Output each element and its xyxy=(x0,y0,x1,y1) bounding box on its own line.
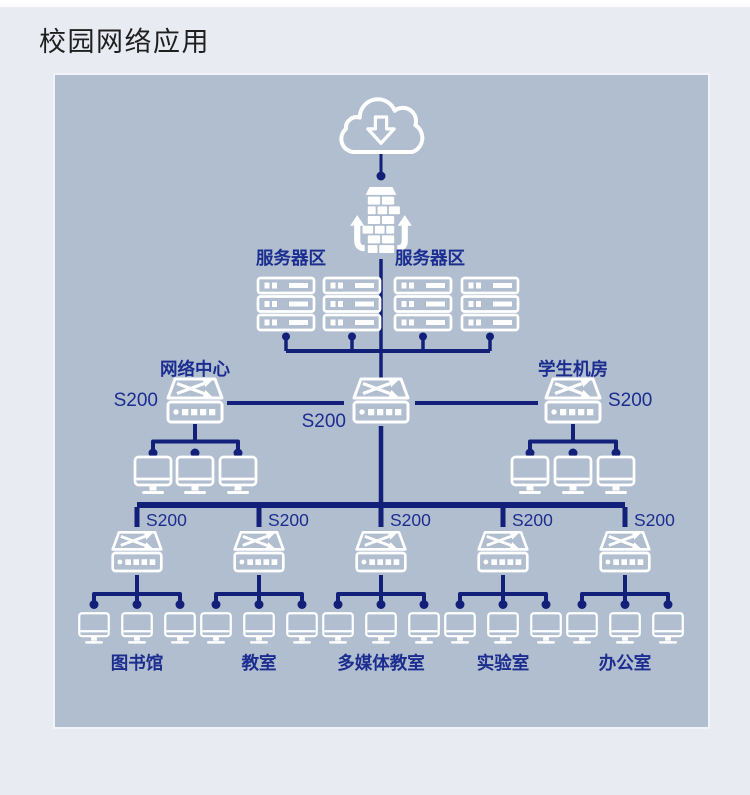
room-label-4: 实验室 xyxy=(477,653,530,673)
right-monitor-branch xyxy=(528,424,618,453)
core-switch-model-label: S200 xyxy=(302,411,346,432)
branch-dot xyxy=(175,600,185,609)
page-top-strip xyxy=(0,0,750,7)
branch-dot xyxy=(620,600,630,609)
branch-dot xyxy=(233,448,243,458)
server-rack-icon xyxy=(395,278,451,330)
internet-cloud-icon xyxy=(339,97,425,154)
server-area-label-right: 服务器区 xyxy=(395,248,465,268)
group-branch-5 xyxy=(580,575,670,603)
branch-dot xyxy=(568,448,578,458)
branch-dot xyxy=(148,448,158,458)
branch-dot xyxy=(190,448,200,458)
access-switch-model-label-2: S200 xyxy=(268,510,309,530)
left-monitor-branch xyxy=(151,424,240,453)
room-label-5: 办公室 xyxy=(599,653,652,673)
access-switch-model-label-1: S200 xyxy=(146,510,187,530)
branch-dot xyxy=(89,600,99,609)
network-topology-diagram: 服务器区 服务器区 网络中心 学生机房 S200 S200 S200 S200 … xyxy=(78,97,684,673)
access-switch-icon xyxy=(599,530,651,573)
branch-dot xyxy=(333,600,343,609)
left-switch-model-label: S200 xyxy=(114,390,158,411)
access-switch-model-label-3: S200 xyxy=(390,510,431,530)
monitor-icon xyxy=(444,612,476,644)
branch-dot xyxy=(132,600,142,609)
monitor-icon xyxy=(218,455,258,494)
monitor-icon xyxy=(78,612,110,644)
branch-dot xyxy=(297,600,307,609)
access-switch-icon xyxy=(477,530,529,573)
room-label-3: 多媒体教室 xyxy=(337,653,425,673)
access-switch-model-label-4: S200 xyxy=(512,510,553,530)
branch-dot xyxy=(541,600,551,609)
group-branch-1 xyxy=(92,575,182,603)
access-switch-icon xyxy=(111,530,163,573)
branch-dot xyxy=(525,448,535,458)
monitor-icon xyxy=(121,612,153,644)
branch-dot xyxy=(611,448,621,458)
monitor-icon xyxy=(609,612,641,644)
monitor-icon xyxy=(510,455,550,494)
room-label-2: 教室 xyxy=(241,653,277,673)
branch-dot xyxy=(211,600,221,609)
server-rack-icon xyxy=(324,278,380,330)
monitor-icon xyxy=(408,612,440,644)
monitor-icon xyxy=(596,455,636,494)
server-area-label-left: 服务器区 xyxy=(256,248,326,268)
branch-dot xyxy=(254,600,264,609)
access-drop-lines xyxy=(134,507,628,527)
network-links xyxy=(89,154,673,609)
monitor-icon xyxy=(243,612,275,644)
monitor-icon xyxy=(164,612,196,644)
group-branch-2 xyxy=(214,575,304,603)
firewall-icon xyxy=(350,187,412,253)
monitor-icon xyxy=(365,612,397,644)
server-rack-icon xyxy=(462,278,518,330)
branch-dot xyxy=(498,600,508,609)
branch-dot xyxy=(419,600,429,609)
monitor-icon xyxy=(553,455,593,494)
monitor-icon xyxy=(286,612,318,644)
distribution-switch-right-icon xyxy=(544,377,602,424)
monitor-icon xyxy=(322,612,354,644)
core-switch-icon xyxy=(352,377,410,424)
monitor-icon xyxy=(133,455,173,494)
monitor-icon xyxy=(566,612,598,644)
monitor-icon xyxy=(530,612,562,644)
access-switch-icon xyxy=(355,530,407,573)
server-rack-icon xyxy=(258,278,314,330)
monitor-icon xyxy=(652,612,684,644)
room-label-1: 图书馆 xyxy=(111,653,164,673)
student-room-label: 学生机房 xyxy=(538,359,608,379)
server-drop-lines xyxy=(284,336,492,351)
network-center-label: 网络中心 xyxy=(160,359,230,379)
branch-dot xyxy=(577,600,587,609)
group-branch-4 xyxy=(458,575,548,603)
link-node-dot xyxy=(376,171,386,181)
distribution-switch-left-icon xyxy=(166,377,224,424)
monitor-icon xyxy=(200,612,232,644)
right-switch-model-label: S200 xyxy=(608,390,652,411)
page-title: 校园网络应用 xyxy=(39,27,210,57)
access-switch-model-label-5: S200 xyxy=(634,510,675,530)
branch-dot xyxy=(455,600,465,609)
diagram-panel: 服务器区 服务器区 网络中心 学生机房 S200 S200 S200 S200 … xyxy=(55,75,708,727)
access-switch-icon xyxy=(233,530,285,573)
branch-dot xyxy=(663,600,673,609)
group-branch-3 xyxy=(336,575,426,603)
monitor-icon xyxy=(487,612,519,644)
branch-dot xyxy=(376,600,386,609)
monitor-icon xyxy=(175,455,215,494)
